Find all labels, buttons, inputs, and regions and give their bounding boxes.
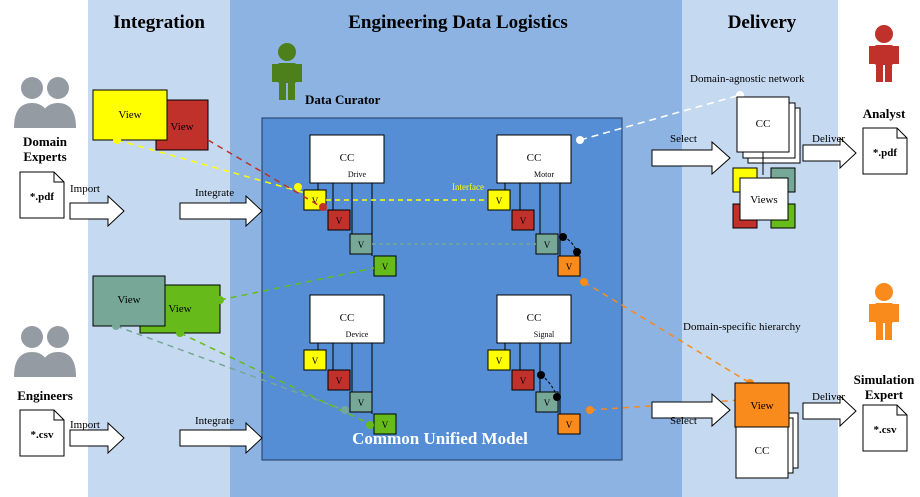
cc-label-motor: CC bbox=[527, 152, 542, 164]
network-label: Domain-agnostic network bbox=[690, 73, 805, 85]
simulation-expert-icon bbox=[869, 283, 899, 340]
select-label-top: Select bbox=[670, 133, 697, 145]
v-signal-3: V bbox=[544, 398, 551, 408]
integration-band bbox=[88, 0, 230, 497]
network-link bbox=[579, 94, 741, 141]
v-drive-1: V bbox=[312, 196, 319, 206]
section-title-logistics: Engineering Data Logistics bbox=[348, 12, 568, 33]
view-label-orange-right: View bbox=[750, 400, 773, 412]
v-device-3: V bbox=[358, 398, 365, 408]
v-signal-2: V bbox=[520, 376, 527, 386]
domain-experts-icon bbox=[14, 77, 76, 128]
v-motor-1: V bbox=[496, 196, 503, 206]
view-box-orange-right bbox=[734, 382, 790, 428]
select-arrow-top bbox=[651, 140, 731, 176]
cc-label-device: CC bbox=[340, 312, 355, 324]
cc-component-motor: CC Motor V V V V bbox=[487, 134, 581, 277]
v-drive-2: V bbox=[336, 216, 343, 226]
simulation-expert-label-line1: Simulation bbox=[854, 372, 915, 387]
component-name-device: Device bbox=[346, 330, 369, 339]
hierarchy-dot-1 bbox=[580, 278, 588, 286]
cc-component-signal: CC Signal V V V V bbox=[487, 294, 581, 435]
v-motor-3: V bbox=[544, 240, 551, 250]
csv-file-label-right: *.csv bbox=[874, 424, 897, 436]
deliver-label-bottom: Deliver bbox=[812, 391, 845, 403]
integrate-arrow-top bbox=[179, 194, 263, 228]
v-motor-4: V bbox=[566, 262, 573, 272]
deliver-arrow-top bbox=[802, 136, 857, 170]
views-label: Views bbox=[750, 194, 777, 206]
cc-label-drive: CC bbox=[340, 152, 355, 164]
pdf-file-label-right: *.pdf bbox=[873, 147, 897, 159]
hierarchy-dot-2 bbox=[586, 406, 594, 414]
component-name-drive: Drive bbox=[348, 170, 367, 179]
view-label-red-left: View bbox=[170, 121, 193, 133]
import-arrow-bottom bbox=[69, 421, 125, 455]
v-signal-4: V bbox=[566, 420, 573, 430]
v-drive-4: V bbox=[382, 262, 389, 272]
cc-component-device: CC Device V V V V bbox=[303, 294, 397, 435]
interface-label: Interface bbox=[452, 182, 484, 192]
views-cluster: Views bbox=[732, 167, 796, 229]
v-device-1: V bbox=[312, 356, 319, 366]
domain-experts-label-line1: Domain bbox=[23, 134, 68, 149]
engineers-label: Engineers bbox=[17, 388, 73, 403]
analyst-label: Analyst bbox=[863, 106, 906, 121]
simulation-expert-label-line2: Expert bbox=[865, 387, 904, 402]
section-title-delivery: Delivery bbox=[728, 12, 797, 33]
view-link-dots bbox=[112, 136, 374, 429]
csv-file-icon-left: *.csv bbox=[19, 409, 65, 457]
deliver-label-top: Deliver bbox=[812, 133, 845, 145]
select-arrow-bottom bbox=[651, 392, 731, 428]
cc-stack-bottom-label: CC bbox=[755, 445, 770, 457]
deliver-arrow-bottom bbox=[802, 394, 857, 428]
pdf-file-icon-left: *.pdf bbox=[19, 171, 65, 219]
network-link-dot-start bbox=[576, 136, 584, 144]
view-label-yellow-left: View bbox=[118, 109, 141, 121]
engineers-icon bbox=[14, 326, 76, 377]
pdf-file-label-left: *.pdf bbox=[30, 191, 54, 203]
integrate-label-bottom: Integrate bbox=[195, 415, 234, 427]
integrate-arrow-bottom bbox=[179, 421, 263, 455]
hierarchy-label: Domain-specific hierarchy bbox=[683, 321, 801, 333]
integrate-label-top: Integrate bbox=[195, 187, 234, 199]
cc-label-signal: CC bbox=[527, 312, 542, 324]
csv-file-label-left: *.csv bbox=[31, 429, 54, 441]
import-arrow-top bbox=[69, 194, 125, 228]
cc-stack-top: CC bbox=[736, 96, 801, 175]
view-label-teal-left: View bbox=[117, 294, 140, 306]
pdf-file-icon-right: *.pdf bbox=[862, 127, 908, 175]
view-box-teal-left bbox=[92, 275, 166, 327]
domain-experts-label-line2: Experts bbox=[23, 149, 66, 164]
view-label-green-left: View bbox=[168, 303, 191, 315]
cc-stack-top-label: CC bbox=[756, 118, 771, 130]
analyst-icon bbox=[869, 25, 899, 82]
csv-file-icon-right: *.csv bbox=[862, 404, 908, 452]
select-label-bottom: Select bbox=[670, 415, 697, 427]
v-device-4: V bbox=[382, 420, 389, 430]
component-name-motor: Motor bbox=[534, 170, 554, 179]
import-label-top: Import bbox=[70, 183, 100, 195]
data-curator-label: Data Curator bbox=[305, 92, 381, 107]
import-label-bottom: Import bbox=[70, 419, 100, 431]
v-motor-2: V bbox=[520, 216, 527, 226]
view-box-yellow-left bbox=[92, 89, 168, 141]
v-signal-1: V bbox=[496, 356, 503, 366]
section-title-integration: Integration bbox=[113, 12, 205, 33]
component-name-signal: Signal bbox=[534, 330, 555, 339]
v-device-2: V bbox=[336, 376, 343, 386]
data-curator-icon bbox=[272, 43, 302, 100]
v-drive-3: V bbox=[358, 240, 365, 250]
